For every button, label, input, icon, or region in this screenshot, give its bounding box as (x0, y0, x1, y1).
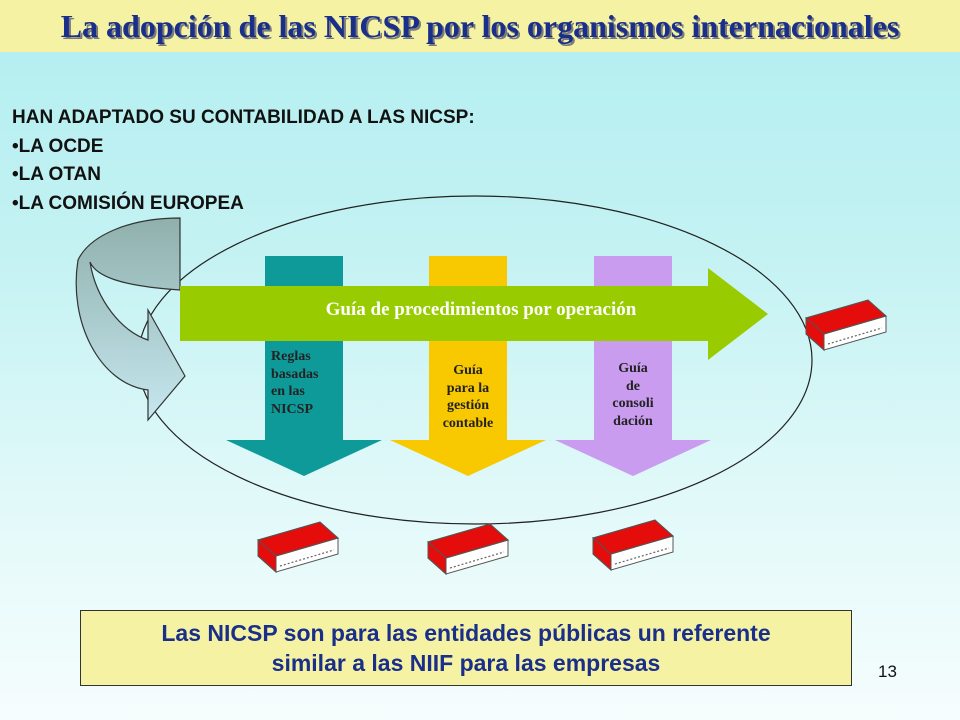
arrow-label-gestion: Guía para la gestión contable (442, 363, 494, 431)
book-icon (256, 521, 340, 574)
curved-return-arrow (75, 217, 186, 422)
summary-line-1: Las NICSP son para las entidades pública… (161, 620, 771, 646)
page-title: La adopción de las NICSP por los organis… (60, 7, 900, 44)
list-item: LA OTAN (12, 161, 475, 190)
book-icon (804, 299, 888, 352)
list-item: LA OCDE (12, 133, 475, 162)
summary-line-2: similar a las NIIF para las empresas (271, 650, 661, 676)
page-number: 13 (878, 662, 897, 681)
horizontal-arrow-label: Guía de procedimientos por operación (326, 299, 637, 320)
arrow-label-consolidacion: Guía de consoli dación (612, 361, 654, 429)
book-icon (426, 523, 510, 576)
horizontal-process-arrow (180, 268, 768, 360)
list-item: LA COMISIÓN EUROPEA (12, 190, 475, 219)
arrow-label-reglas: Reglas basadas en las NICSP (271, 349, 319, 417)
intro-heading: HAN ADAPTADO SU CONTABILIDAD A LAS NICSP… (12, 107, 475, 128)
summary-box: Las NICSP son para las entidades pública… (80, 610, 852, 686)
book-icon (591, 519, 675, 572)
intro-list: HAN ADAPTADO SU CONTABILIDAD A LAS NICSP… (12, 104, 475, 218)
title-bar: La adopción de las NICSP por los organis… (0, 0, 960, 52)
